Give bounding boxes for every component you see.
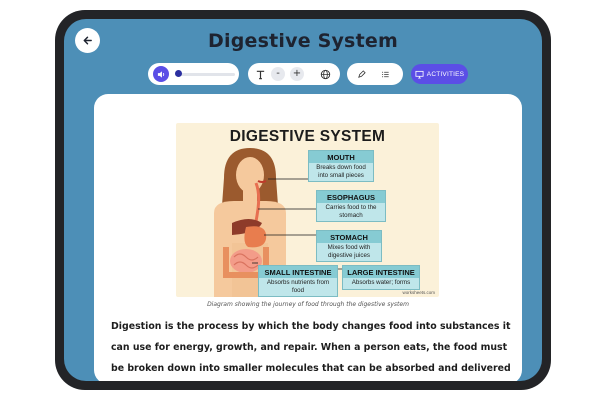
label-stomach-title: STOMACH	[317, 231, 381, 243]
tools-controls	[347, 63, 403, 85]
label-stomach-desc: Mixes food with digestive juices	[327, 244, 371, 259]
label-mouth-title: MOUTH	[309, 151, 373, 163]
text-controls: - +	[248, 63, 340, 85]
pencil-icon[interactable]	[357, 69, 366, 79]
body-paragraph: Digestion is the process by which the bo…	[111, 321, 511, 374]
diagram-source: worksheets.com	[402, 290, 435, 295]
audio-player	[148, 63, 239, 85]
audio-progress-track[interactable]	[175, 70, 235, 77]
label-large-intestine-desc: Absorbs water; forms	[351, 279, 411, 286]
decrease-text-button[interactable]: -	[271, 67, 285, 81]
back-button[interactable]	[75, 28, 100, 53]
list-icon[interactable]	[381, 70, 390, 79]
activities-button[interactable]: ACTIVITIES	[411, 64, 468, 84]
label-large-intestine-title: LARGE INTESTINE	[343, 266, 419, 278]
label-small-intestine-title: SMALL INTESTINE	[259, 266, 337, 278]
arrow-left-icon	[83, 36, 92, 45]
label-mouth: MOUTH Breaks down food into small pieces	[308, 150, 374, 182]
label-small-intestine: SMALL INTESTINE Absorbs nutrients from f…	[258, 265, 338, 297]
app-screen: Digestive System - +	[64, 19, 542, 381]
label-esophagus: ESOPHAGUS Carries food to the stomach	[316, 190, 386, 222]
globe-icon[interactable]	[320, 69, 331, 80]
volume-button[interactable]	[153, 66, 169, 82]
diagram-caption: Diagram showing the journey of food thro…	[207, 301, 409, 308]
label-esophagus-title: ESOPHAGUS	[317, 191, 385, 203]
activities-label: ACTIVITIES	[426, 70, 465, 78]
audio-progress-handle[interactable]	[175, 70, 182, 77]
digestive-diagram: DIGESTIVE SYSTEM	[176, 123, 439, 297]
volume-icon	[157, 70, 164, 78]
label-small-intestine-desc: Absorbs nutrients from food	[266, 279, 330, 294]
label-large-intestine: LARGE INTESTINE Absorbs water; forms	[342, 265, 420, 290]
increase-text-button[interactable]: +	[290, 67, 304, 81]
label-mouth-desc: Breaks down food into small pieces	[316, 164, 366, 179]
page-title: Digestive System	[208, 30, 398, 52]
diagram-title: DIGESTIVE SYSTEM	[229, 128, 386, 145]
text-size-icon[interactable]	[255, 69, 266, 80]
label-esophagus-desc: Carries food to the stomach	[325, 204, 377, 219]
presentation-icon	[415, 70, 424, 79]
label-stomach: STOMACH Mixes food with digestive juices	[316, 230, 382, 262]
content-card: DIGESTIVE SYSTEM	[94, 94, 522, 381]
